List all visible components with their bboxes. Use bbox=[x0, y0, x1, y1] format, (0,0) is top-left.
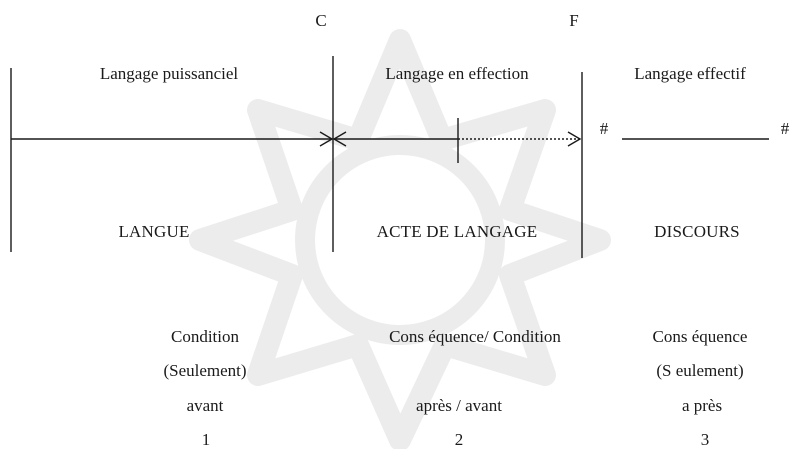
marker-f: F bbox=[569, 11, 579, 30]
arrowhead-left-c bbox=[332, 131, 347, 147]
arrowhead-right-c bbox=[319, 131, 334, 147]
col3-row2: (S eulement) bbox=[656, 361, 744, 380]
col2-number: 2 bbox=[454, 430, 464, 449]
label-acte-de-langage: ACTE DE LANGAGE bbox=[376, 222, 538, 241]
label-discours: DISCOURS bbox=[654, 222, 740, 241]
col1-number: 1 bbox=[201, 430, 211, 449]
hash-right: # bbox=[780, 119, 790, 138]
col3-row1: Cons équence bbox=[652, 327, 748, 346]
col1-row2: (Seulement) bbox=[163, 361, 247, 380]
col1-row1: Condition bbox=[170, 327, 240, 346]
col2-row1: Cons équence/ Condition bbox=[389, 327, 561, 346]
header-langage-puissanciel: Langage puissanciel bbox=[99, 64, 239, 83]
marker-c: C bbox=[315, 11, 327, 30]
header-langage-effectif: Langage effectif bbox=[634, 64, 746, 83]
col3-number: 3 bbox=[700, 430, 710, 449]
header-langage-en-effection: Langage en effection bbox=[385, 64, 529, 83]
hash-left: # bbox=[599, 119, 609, 138]
col1-row3: avant bbox=[186, 396, 224, 415]
label-langue: LANGUE bbox=[118, 222, 190, 241]
col2-row3: après / avant bbox=[416, 396, 502, 415]
arrowhead-right-f bbox=[567, 131, 582, 147]
col3-row3: a près bbox=[681, 396, 723, 415]
